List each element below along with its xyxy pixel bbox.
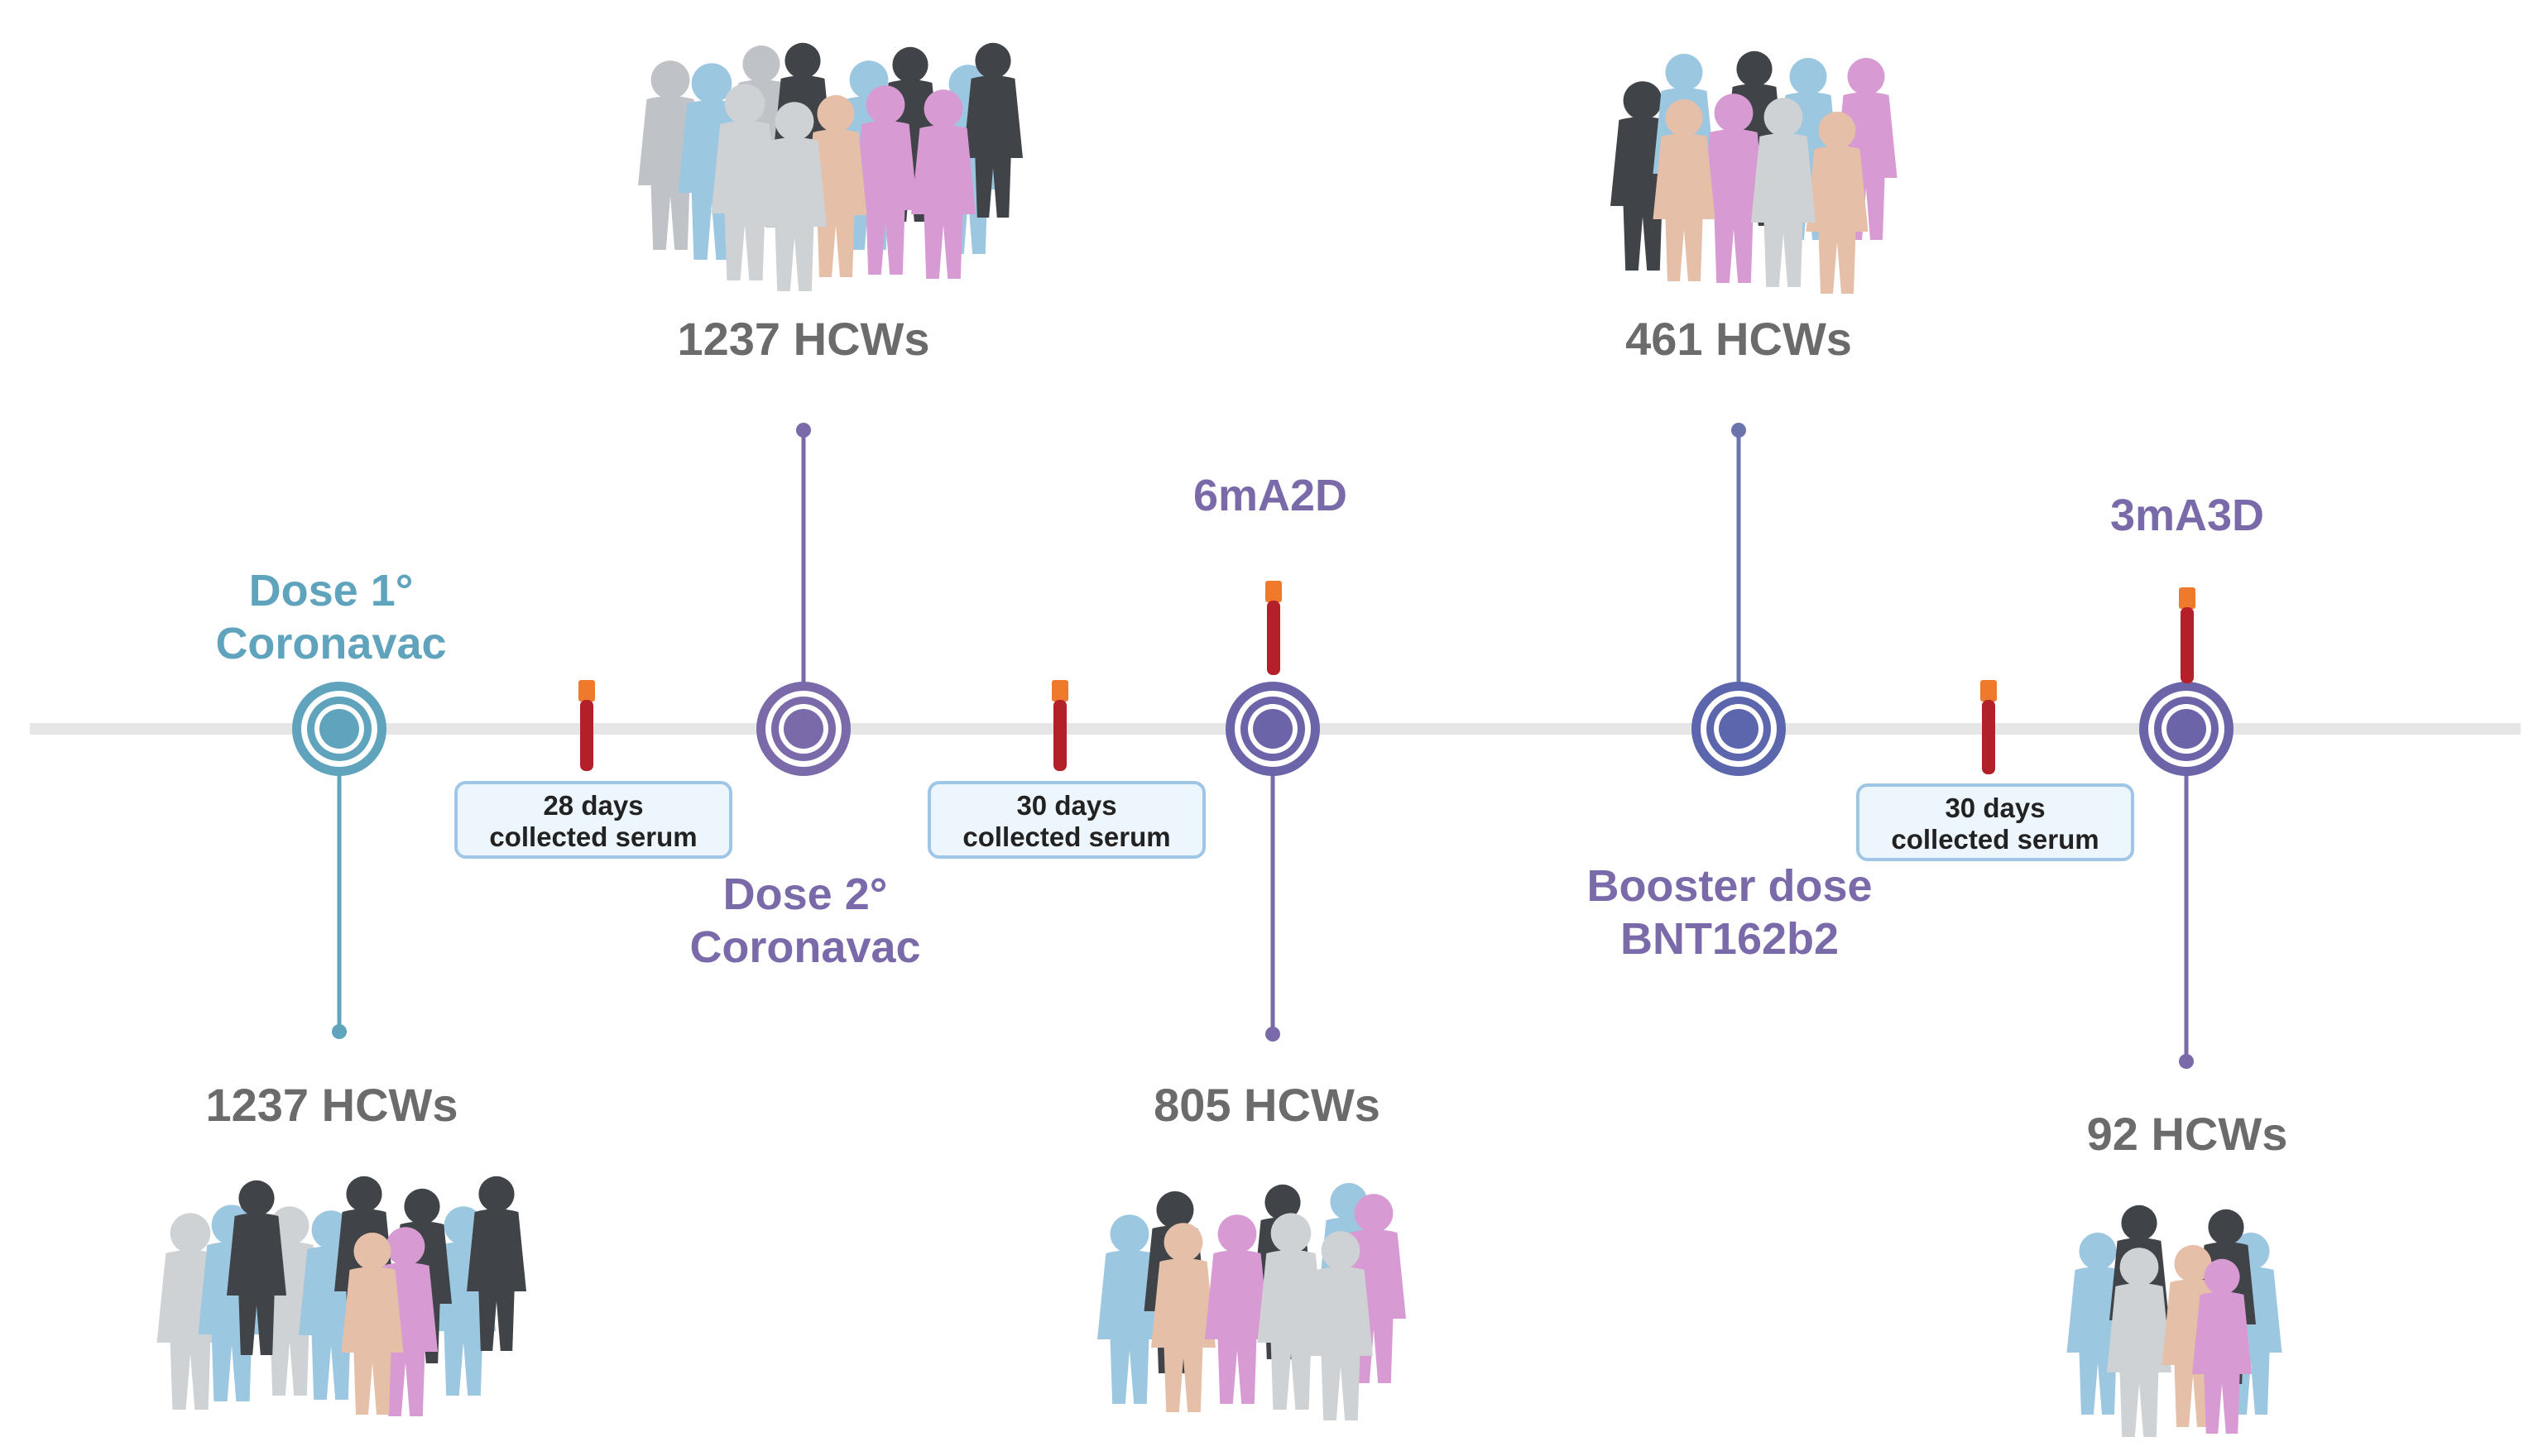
interval-box-1: 28 days collected serum (454, 781, 732, 859)
booster-label: Booster dose BNT162b2 (1523, 860, 1936, 965)
blood-tube-icon (578, 680, 595, 771)
stem-dot-6mA2D (1265, 1027, 1280, 1042)
stem-dot-booster (1731, 423, 1746, 438)
interval-text: collected serum (962, 821, 1171, 852)
node-booster (1691, 682, 1786, 776)
dose1-label-line1: Dose 1° (248, 566, 414, 615)
node-6mA2D (1226, 682, 1320, 776)
blood-tube-icon (1980, 680, 1997, 774)
healthcare-workers-group-icon (156, 1176, 526, 1416)
hcw-count-dose1: 1237 HCWs (205, 1079, 458, 1131)
dose1-label-line2: Coronavac (215, 618, 447, 668)
booster-label-line1: Booster dose (1586, 861, 1873, 911)
healthcare-workers-group-icon (638, 42, 1023, 291)
dose2-label: Dose 2° Coronavac (640, 869, 971, 974)
node-dose1 (292, 682, 386, 776)
stem-dot-3mA3D (2179, 1054, 2194, 1069)
stem-dot-dose1 (332, 1024, 347, 1039)
timepoint-3mA3D-label: 3mA3D (2109, 491, 2265, 540)
interval-box-3: 30 days collected serum (1856, 783, 2134, 861)
interval-days: 30 days (1945, 793, 2046, 823)
stem-dot-dose2 (796, 423, 811, 438)
blood-tube-icon (1052, 680, 1068, 771)
node-dose2 (756, 682, 851, 776)
node-3mA3D (2139, 682, 2234, 776)
dose1-label: Dose 1° Coronavac (166, 565, 497, 670)
interval-days: 28 days (543, 790, 644, 821)
dose2-label-line1: Dose 2° (722, 869, 888, 919)
booster-label-line2: BNT162b2 (1619, 913, 1840, 964)
healthcare-workers-group-icon (1097, 1183, 1406, 1420)
timepoint-6mA2D-label: 6mA2D (1192, 471, 1348, 520)
interval-days: 30 days (1016, 790, 1117, 821)
interval-text: collected serum (1891, 824, 2099, 855)
interval-box-2: 30 days collected serum (928, 781, 1206, 859)
hcw-count-booster: 461 HCWs (1625, 313, 1852, 365)
blood-tube-icon (1265, 581, 1282, 675)
interval-text: collected serum (489, 821, 698, 852)
healthcare-workers-group-icon (1610, 50, 1898, 294)
hcw-count-3mA3D: 92 HCWs (2086, 1108, 2288, 1160)
hcw-count-dose2: 1237 HCWs (677, 313, 930, 365)
blood-tube-icon (2179, 587, 2195, 683)
healthcare-workers-group-icon (2066, 1205, 2282, 1437)
hcw-count-6mA2D: 805 HCWs (1154, 1079, 1380, 1131)
dose2-label-line2: Coronavac (689, 922, 921, 972)
